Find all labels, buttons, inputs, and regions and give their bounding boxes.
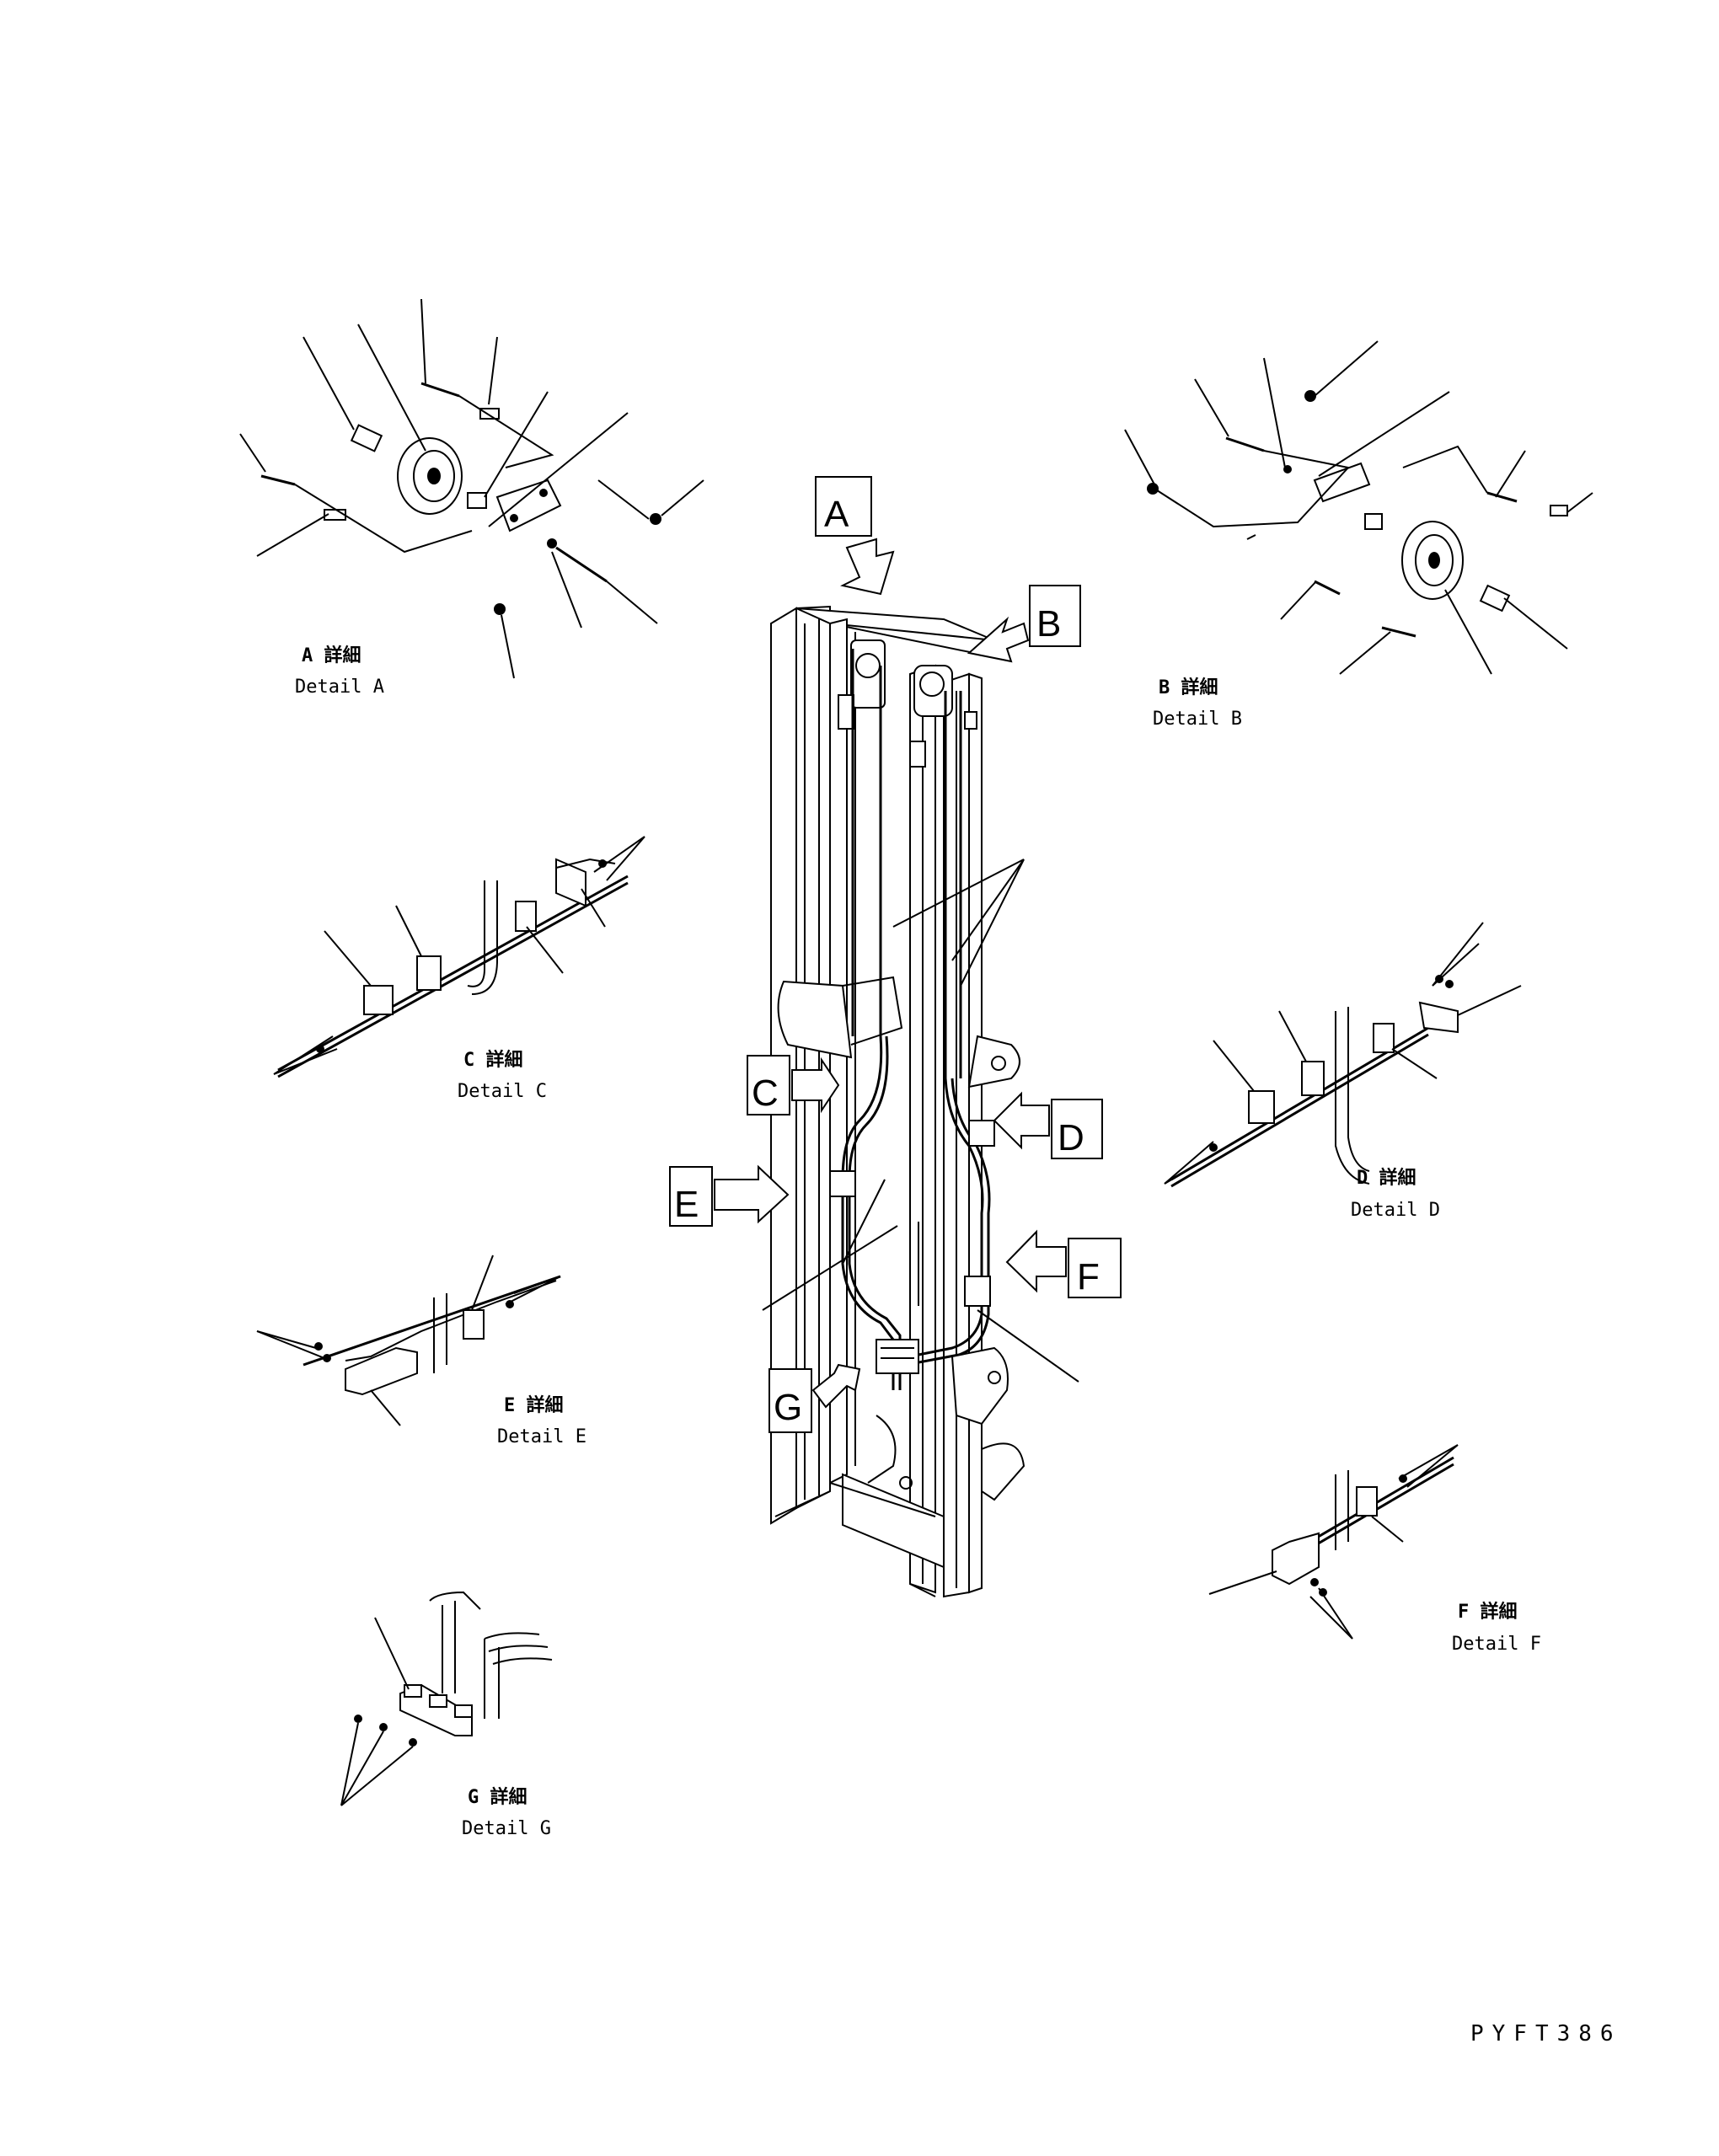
view-label-e: E	[669, 1164, 790, 1227]
detail-c-jp-caption: C 詳細	[463, 1049, 523, 1071]
clamp-e-1	[463, 1309, 485, 1340]
top-pulley-left	[838, 639, 886, 1036]
detail-d-jp-caption: D 詳細	[1357, 1167, 1416, 1189]
view-letter-c: C	[752, 1073, 779, 1114]
detail-g-drawing	[340, 1591, 553, 1806]
view-letter-e: E	[674, 1184, 699, 1225]
detail-f-drawing	[1208, 1444, 1459, 1640]
bottom-cross-member	[842, 1473, 945, 1569]
detail-g-jp-caption: G 詳細	[468, 1786, 527, 1808]
detail-g-caption: Detail G	[462, 1818, 551, 1839]
detail-c-drawing	[273, 836, 645, 1078]
top-pulley-right	[909, 665, 977, 1078]
view-letter-a: A	[824, 494, 849, 535]
clamp-f	[964, 1276, 991, 1307]
detail-a-caption: Detail A	[295, 677, 384, 698]
view-label-g: G	[768, 1363, 861, 1433]
view-label-a: A	[815, 476, 895, 596]
clamp-d-3	[1373, 1023, 1395, 1053]
view-label-d: D	[993, 1091, 1103, 1159]
detail-b-caption: Detail B	[1153, 709, 1242, 730]
detail-a-jp-caption: A 詳細	[302, 645, 361, 666]
view-label-c: C	[747, 1055, 840, 1115]
drawing-code: PYFT386	[1470, 2021, 1622, 2046]
detail-e-jp-caption: E 詳細	[504, 1394, 564, 1416]
view-label-b: B	[967, 585, 1081, 663]
clamp-d-2	[1301, 1061, 1325, 1096]
view-letter-g: G	[774, 1387, 802, 1428]
hydraulic-hoses	[841, 1035, 991, 1390]
detail-d-caption: Detail D	[1351, 1200, 1440, 1221]
left-carriage-lug	[777, 980, 853, 1059]
clamp-d-1	[1248, 1090, 1275, 1124]
clamp-c-1	[363, 985, 394, 1015]
view-letter-d: D	[1058, 1117, 1084, 1158]
mast-assembly	[762, 605, 1079, 1598]
detail-f-jp-caption: F 詳細	[1458, 1601, 1518, 1623]
detail-b-jp-caption: B 詳細	[1159, 677, 1218, 698]
detail-c-caption: Detail C	[458, 1081, 547, 1102]
view-letter-b: B	[1036, 603, 1061, 645]
clamp-c-2	[416, 955, 442, 991]
detail-e-drawing	[256, 1255, 561, 1426]
clamp-c-3	[515, 901, 537, 932]
right-carriage-lug	[967, 1035, 1020, 1089]
lower-hook	[981, 1442, 1026, 1501]
clamp-d	[968, 1120, 995, 1147]
view-label-f: F	[1005, 1229, 1122, 1298]
clamp-f-1	[1356, 1486, 1378, 1517]
detail-d-drawing	[1164, 922, 1522, 1188]
clamp-g	[876, 1339, 919, 1374]
lower-bracket	[951, 1346, 1009, 1426]
detail-b-drawing	[1124, 340, 1593, 675]
detail-e-caption: Detail E	[497, 1426, 586, 1447]
detail-f-caption: Detail F	[1452, 1634, 1541, 1655]
detail-a-drawing	[239, 298, 704, 679]
clamp-e	[829, 1170, 856, 1197]
view-letter-f: F	[1077, 1256, 1100, 1297]
